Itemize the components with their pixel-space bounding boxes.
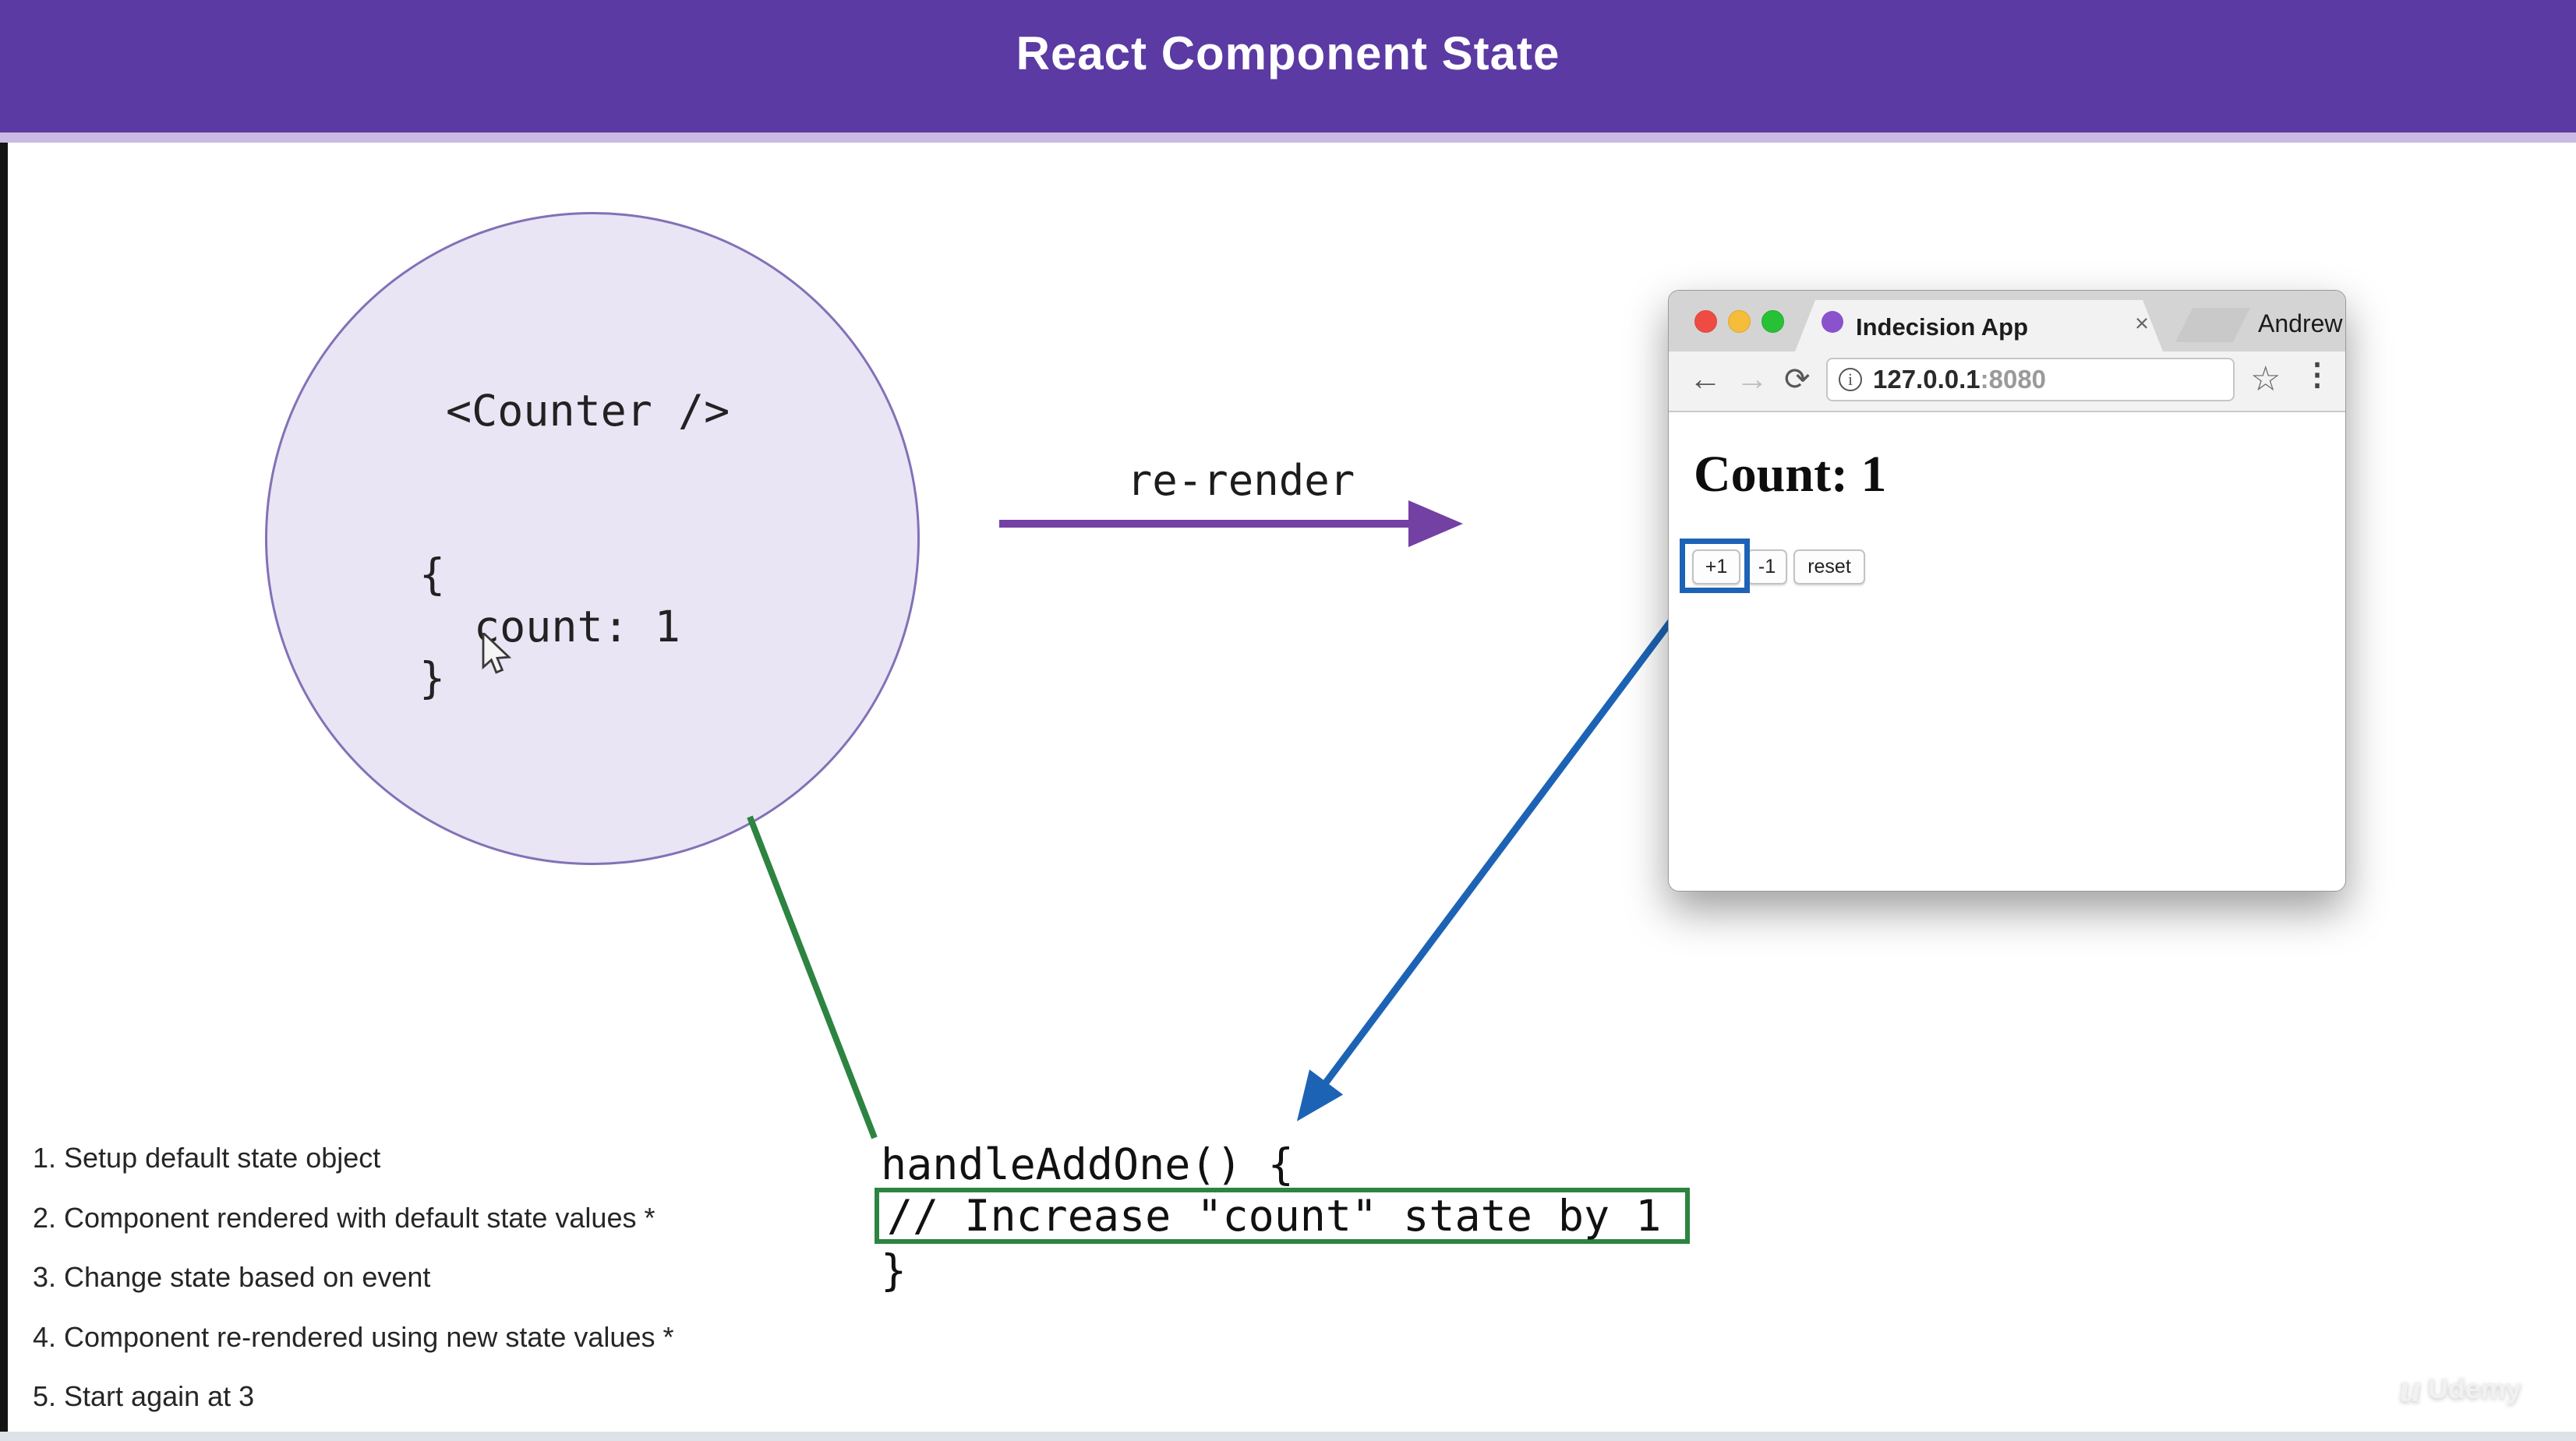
state-close-brace: } [419, 653, 446, 703]
list-item: 3. Change state based on event [33, 1261, 431, 1294]
list-item: 1. Setup default state object [33, 1142, 381, 1174]
back-icon[interactable]: ← [1689, 360, 1722, 397]
info-icon[interactable]: i [1839, 368, 1862, 391]
event-link-arrow [1296, 585, 1699, 1121]
state-link-line [747, 815, 878, 1139]
url-bar[interactable]: i 127.0.0.1:8080 [1826, 358, 2235, 401]
plus-one-highlight-box [1680, 539, 1750, 593]
video-frame-bottom-edge [0, 1432, 2576, 1441]
component-tag-text: <Counter /> [446, 386, 730, 436]
bookmark-star-icon[interactable]: ☆ [2250, 360, 2281, 398]
list-item: 4. Component re-rendered using new state… [33, 1320, 674, 1353]
minus-one-button[interactable]: -1 [1747, 549, 1787, 585]
state-open-brace: { [419, 549, 446, 599]
window-minimize-icon[interactable] [1728, 310, 1751, 333]
reset-button[interactable]: reset [1793, 549, 1865, 585]
header-bar [0, 0, 2576, 132]
steps-list: 1. Setup default state object 2. Compone… [33, 1128, 859, 1427]
udemy-watermark: u Udemy [2399, 1369, 2521, 1409]
code-line-1: handleAddOne() { [881, 1139, 1294, 1189]
component-state-circle [265, 212, 920, 865]
window-zoom-icon[interactable] [1762, 310, 1784, 333]
browser-profile-name: Andrew [2258, 309, 2343, 337]
list-item: 2. Component rendered with default state… [33, 1201, 655, 1234]
menu-dots-icon[interactable]: ⋮ [2302, 358, 2333, 392]
tab-close-icon[interactable]: × [2135, 309, 2150, 337]
url-port: :8080 [1980, 365, 2047, 394]
count-heading: Count: 1 [1694, 446, 1887, 503]
window-close-icon[interactable] [1694, 310, 1717, 333]
mouse-cursor-icon [482, 633, 512, 674]
state-property-text: count: 1 [474, 602, 680, 652]
browser-window: Indecision App × Andrew ← → ⟳ i 127.0.0.… [1668, 290, 2346, 892]
list-item: 5. Start again at 3 [33, 1380, 255, 1413]
code-highlight-box: // Increase "count" state by 1 [875, 1188, 1690, 1244]
udemy-logo-icon: u [2399, 1366, 2422, 1411]
forward-icon: → [1736, 360, 1769, 397]
video-frame-left-edge [0, 0, 8, 1441]
plus-one-button[interactable]: +1 [1692, 549, 1740, 585]
rerender-label: re-render [1126, 456, 1355, 505]
header-accent-strip [0, 132, 2576, 143]
code-line-3: } [881, 1245, 907, 1295]
page-title: React Component State [1016, 27, 1560, 79]
code-line-2: // Increase "count" state by 1 [887, 1191, 1662, 1241]
browser-tab[interactable] [1795, 300, 2163, 351]
url-host: 127.0.0.1 [1873, 365, 1981, 394]
tab-title: Indecision App [1856, 313, 2029, 341]
udemy-label: Udemy [2427, 1372, 2521, 1404]
tab-favicon-icon [1822, 311, 1843, 333]
refresh-icon[interactable]: ⟳ [1784, 362, 1811, 397]
